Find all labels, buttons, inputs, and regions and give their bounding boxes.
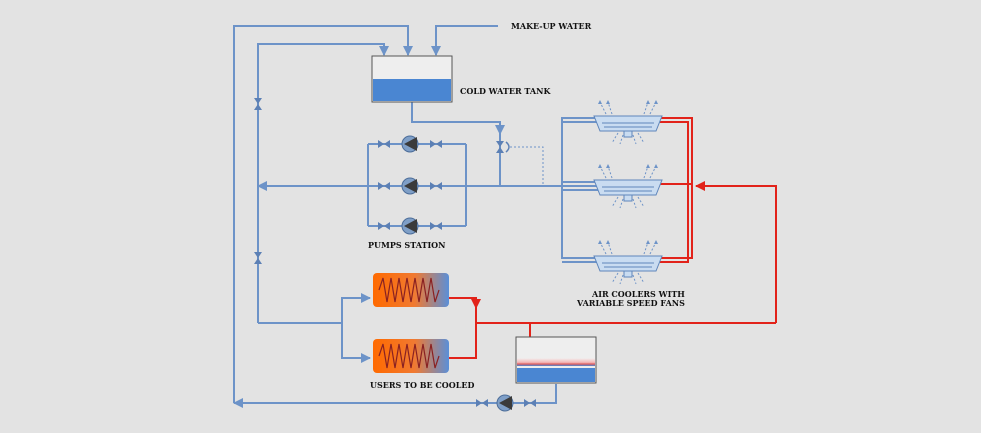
- cold-water-tank-label: COLD WATER TANK: [460, 86, 551, 96]
- air-coolers-label-line2: VARIABLE SPEED FANS: [576, 298, 685, 308]
- air-cooler-3: [593, 239, 663, 285]
- makeup-water-label: MAKE-UP WATER: [511, 21, 592, 31]
- pump-1: [401, 135, 419, 153]
- pump-2: [401, 177, 419, 195]
- cold-water-piping: [233, 25, 600, 408]
- pumps-station-label: PUMPS STATION: [368, 240, 445, 250]
- air-cooler-1: [593, 99, 663, 145]
- air-coolers-label-line1: AIR COOLERS WITH: [591, 289, 685, 299]
- pump-3: [401, 217, 419, 235]
- pump-return: [496, 394, 514, 412]
- users-label: USERS TO BE COOLED: [370, 380, 474, 390]
- user-heat-exchanger-1: [372, 272, 450, 308]
- cold-water-tank: [371, 55, 453, 103]
- air-cooler-2: [593, 163, 663, 209]
- valve-actuator-icon: [505, 141, 510, 153]
- hot-water-piping: [448, 117, 777, 359]
- user-heat-exchanger-2: [372, 338, 450, 374]
- return-tank: [515, 336, 597, 384]
